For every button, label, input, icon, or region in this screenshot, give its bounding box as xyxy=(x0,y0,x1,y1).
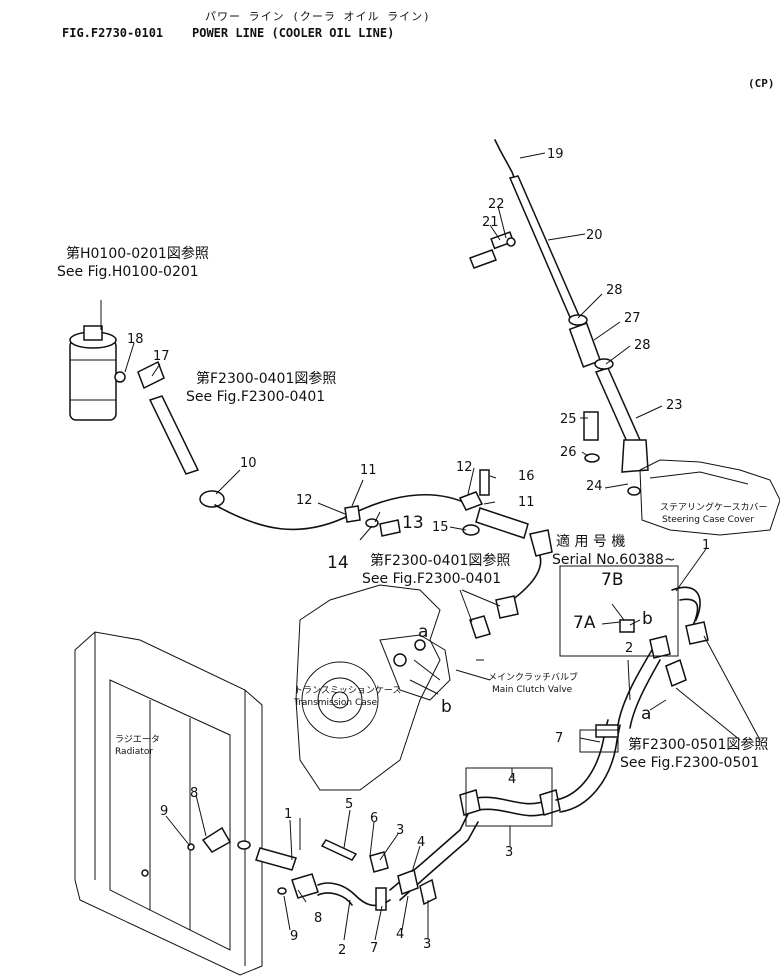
callout-7-bottom: 7 xyxy=(370,941,378,956)
callout-3-box: 3 xyxy=(505,845,513,860)
callout-2-right: 2 xyxy=(625,641,633,656)
serial-jp: 適 用 号 機 xyxy=(556,533,625,550)
transmission-jp: トランスミッションケース xyxy=(294,685,401,696)
callout-28-lower: 28 xyxy=(634,338,651,353)
clamp-group-box xyxy=(465,767,553,827)
callout-24: 24 xyxy=(586,479,603,494)
radiator-jp: ラジエータ xyxy=(115,734,160,745)
steering-case-cover xyxy=(639,459,780,536)
reference-notes: 第H0100-0201図参照 See Fig.H0100-0201 第F2300… xyxy=(57,245,768,771)
callout-6: 6 xyxy=(370,811,378,826)
callout-28-upper: 28 xyxy=(606,283,623,298)
callout-21: 21 xyxy=(482,215,499,230)
callout-2-bottom: 2 xyxy=(338,943,346,958)
callout-12-right: 12 xyxy=(456,460,473,475)
ref-h0100-jp: 第H0100-0201図参照 xyxy=(66,245,209,262)
model-tag: (CP) xyxy=(748,77,775,90)
callout-25: 25 xyxy=(560,412,577,427)
callout-3-mid: 3 xyxy=(396,823,404,838)
callout-1-bottom: 1 xyxy=(284,807,292,822)
ref-f2300-0401-top-jp: 第F2300-0401図参照 xyxy=(196,370,336,387)
main-clutch-jp: メインクラッチバルブ xyxy=(488,671,578,683)
oil-filter xyxy=(69,325,225,508)
callout-4-mid: 4 xyxy=(417,835,425,850)
diagram-title-japanese: パワー ライン (クーラ オイル ライン) xyxy=(205,10,431,23)
callout-27: 27 xyxy=(624,311,641,326)
callout-13: 13 xyxy=(402,513,424,533)
leader-lines xyxy=(100,152,761,941)
ref-f2300-0501-jp: 第F2300-0501図参照 xyxy=(628,736,768,753)
steering-cover-en: Steering Case Cover xyxy=(662,515,754,525)
transmission-en: Transmission Case xyxy=(293,698,377,708)
callout-8-lower: 8 xyxy=(314,911,322,926)
transmission-case xyxy=(295,584,451,791)
component-labels: ステアリングケースカバー Steering Case Cover メインクラッチ… xyxy=(115,501,768,757)
callout-9-lower: 9 xyxy=(290,929,298,944)
ref-f2300-0501-en: See Fig.F2300-0501 xyxy=(620,755,759,771)
serial-applicability-box xyxy=(559,565,679,657)
dipstick-assembly xyxy=(469,139,649,496)
ref-f2300-0401-mid-en: See Fig.F2300-0401 xyxy=(362,571,501,587)
callout-3-bottom: 3 xyxy=(423,937,431,952)
ref-f2300-0401-mid-jp: 第F2300-0401図参照 xyxy=(370,552,510,569)
callout-11-right: 11 xyxy=(518,495,535,510)
callout-14: 14 xyxy=(327,553,349,573)
callout-16: 16 xyxy=(518,469,535,484)
callout-15: 15 xyxy=(432,520,449,535)
callout-12-left: 12 xyxy=(296,493,313,508)
callout-11-left: 11 xyxy=(360,463,377,478)
callout-23: 23 xyxy=(666,398,683,413)
fittings-11-12-13-14 xyxy=(344,469,553,639)
callout-7-right: 7 xyxy=(555,731,563,746)
callout-19: 19 xyxy=(547,147,564,162)
label-a-right: a xyxy=(641,704,651,724)
callout-26: 26 xyxy=(560,445,577,460)
callout-8-upper: 8 xyxy=(190,786,198,801)
callout-18: 18 xyxy=(127,332,144,347)
label-b-right: b xyxy=(642,609,653,629)
figure-code: FIG.F2730-0101 xyxy=(62,26,164,40)
figure-title: POWER LINE (COOLER OIL LINE) xyxy=(192,26,395,40)
label-b-left: b xyxy=(441,697,452,717)
radiator-en: Radiator xyxy=(115,747,153,757)
callout-20: 20 xyxy=(586,228,603,243)
callout-4-box: 4 xyxy=(508,772,516,787)
callout-4-bottom: 4 xyxy=(396,927,404,942)
callout-10: 10 xyxy=(240,456,257,471)
serial-en: Serial No.60388~ xyxy=(552,552,676,568)
radiator xyxy=(74,631,263,976)
callout-22: 22 xyxy=(488,197,505,212)
callout-1-top: 1 xyxy=(702,538,710,553)
main-clutch-en: Main Clutch Valve xyxy=(492,685,573,695)
steering-cover-jp: ステアリングケースカバー xyxy=(660,501,768,513)
clamp-7-box xyxy=(579,729,619,753)
callout-5: 5 xyxy=(345,797,353,812)
callout-17: 17 xyxy=(153,349,170,364)
ref-f2300-0401-top-en: See Fig.F2300-0401 xyxy=(186,389,325,405)
callout-9-upper: 9 xyxy=(160,804,168,819)
callout-7A: 7A xyxy=(573,613,596,633)
ref-h0100-en: See Fig.H0100-0201 xyxy=(57,264,199,280)
callout-numbers: 19 20 21 22 28 27 28 23 25 26 24 18 17 1… xyxy=(127,147,710,958)
label-a-left: a xyxy=(418,622,428,642)
callout-7B: 7B xyxy=(601,570,623,590)
